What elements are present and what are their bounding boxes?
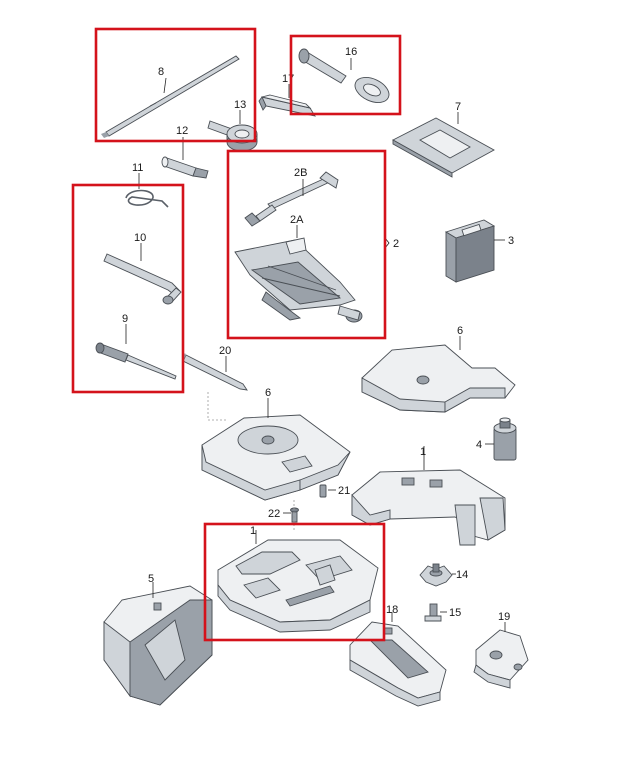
label-9: 9 (122, 313, 128, 325)
part-10-wheel-wrench[interactable] (103, 253, 182, 305)
part-8-rod[interactable] (101, 55, 240, 138)
part-13-wheel-bolt-key[interactable] (207, 120, 258, 152)
label-7: 7 (455, 101, 461, 113)
part-19-mount-clip[interactable] (473, 629, 529, 689)
highlight-box-jack (226, 149, 387, 340)
label-4: 4 (476, 439, 482, 451)
label-3: 3 (508, 235, 514, 247)
part-11-wire-clip[interactable] (125, 189, 169, 208)
part-1-storage-tray[interactable] (217, 539, 379, 633)
part-21-pin[interactable] (319, 484, 327, 498)
part-15-small-screw[interactable] (424, 603, 442, 622)
label-20: 20 (219, 345, 231, 357)
highlight-box-rod (94, 27, 257, 143)
label-10: 10 (134, 232, 146, 244)
label-2b: 2B (294, 167, 307, 179)
part-5-housing[interactable] (103, 585, 213, 706)
part-12-adapter-pin[interactable] (161, 156, 209, 179)
highlight-box-tools (71, 183, 185, 394)
label-21: 21 (338, 485, 350, 497)
part-16-tow-eye[interactable] (298, 48, 393, 108)
label-19: 19 (498, 611, 510, 623)
part-9-screwdriver[interactable] (95, 342, 177, 380)
part-7-plate[interactable] (392, 117, 495, 178)
label-6-upper: 6 (457, 325, 463, 337)
part-14-star-knob[interactable] (419, 563, 453, 587)
part-2b-jack-crank[interactable] (244, 171, 339, 227)
highlight-box-tray (203, 522, 386, 642)
assembly-guide-line (207, 392, 228, 421)
label-15: 15 (449, 607, 461, 619)
label-1-boxed: 1 (250, 525, 256, 537)
label-17: 17 (282, 73, 294, 85)
part-2a-scissor-jack[interactable] (234, 237, 363, 323)
part-3-first-aid-box[interactable] (444, 219, 496, 283)
part-1-bracket-right[interactable] (351, 469, 506, 546)
label-16: 16 (345, 46, 357, 58)
part-18-side-tray[interactable] (349, 621, 447, 707)
label-22: 22 (268, 508, 280, 520)
part-4-canister[interactable] (493, 417, 517, 461)
label-18: 18 (386, 604, 398, 616)
highlight-box-tow-eye (289, 34, 402, 116)
part-6-foam-tray-center[interactable] (201, 414, 351, 501)
label-8: 8 (158, 66, 164, 78)
label-11: 11 (132, 162, 143, 174)
label-1-right: 1 (420, 446, 426, 458)
label-13: 13 (234, 99, 246, 111)
part-17-bracket[interactable] (258, 94, 316, 117)
label-6-center: 6 (265, 387, 271, 399)
part-20-spike[interactable] (182, 353, 248, 391)
label-5: 5 (148, 573, 154, 585)
label-2: 2 (393, 238, 399, 250)
label-12: 12 (176, 125, 188, 137)
label-14: 14 (456, 569, 468, 581)
part-22-screw[interactable] (290, 507, 299, 523)
part-6-foam-tray-upper[interactable] (361, 344, 516, 413)
label-2a: 2A (290, 214, 304, 226)
